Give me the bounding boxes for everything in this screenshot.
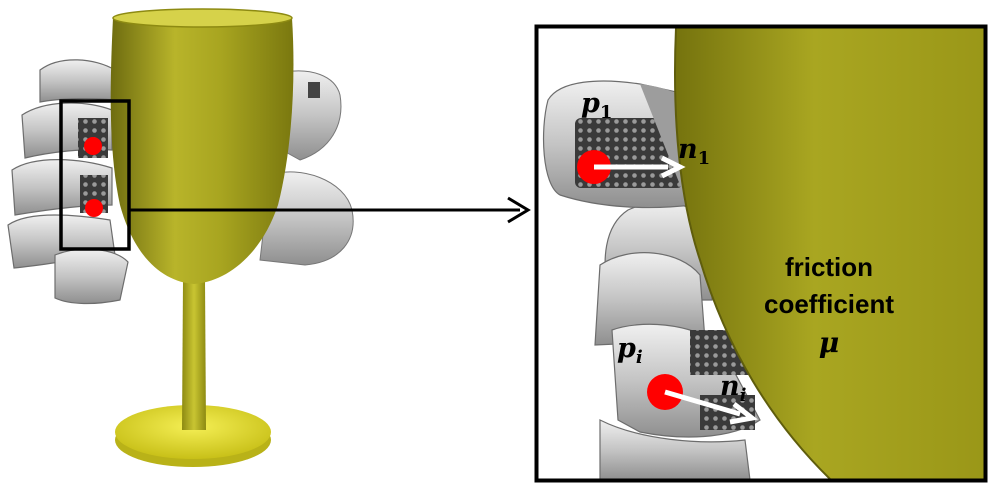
label-ni: ni: [720, 371, 747, 406]
hand-fingers: [7, 59, 129, 305]
friction-label-line1: friction: [785, 252, 873, 282]
sensor-pad: [308, 82, 320, 98]
zoom-arrow-icon: [129, 196, 531, 224]
hand-back: [259, 70, 354, 266]
label-n1: n1: [678, 134, 710, 169]
left-scene: [7, 8, 354, 467]
normal-ni-icon: [664, 389, 758, 425]
contact-point-1-icon: [84, 137, 102, 155]
label-p1: p1: [581, 88, 612, 123]
zoom-inset-frame: [534, 24, 988, 483]
glass-bowl: [110, 18, 294, 284]
friction-label-line2: coefficient: [764, 289, 894, 319]
zoom-region-box: [59, 99, 131, 251]
label-pi: pi: [617, 333, 643, 368]
zoom-inset: p1 n1 pi ni friction coefficient μ: [534, 24, 988, 483]
glass-rim: [112, 8, 293, 28]
glass-bowl-closeup: [675, 28, 984, 479]
friction-symbol: μ: [819, 326, 840, 359]
glass-base: [115, 405, 271, 467]
glass-stem: [182, 280, 206, 430]
contact-point-i-icon: [85, 199, 103, 217]
normal-n1-icon: [594, 155, 686, 179]
